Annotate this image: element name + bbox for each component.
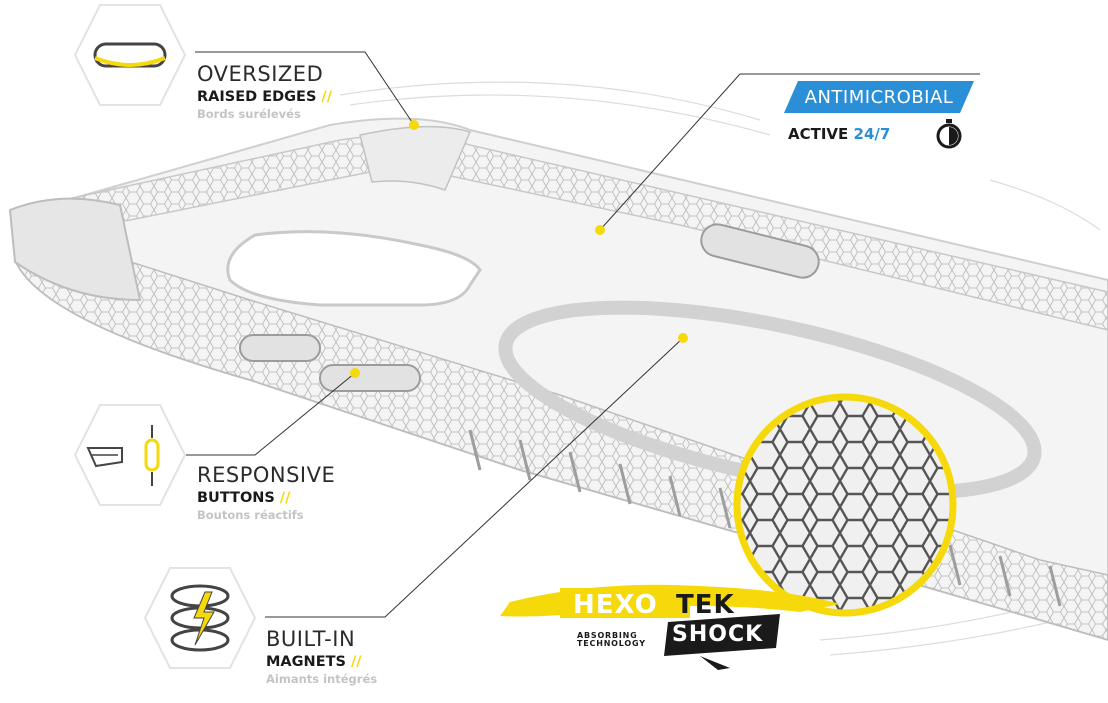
honeycomb-zoom-circle [733,393,957,617]
logo-shock: SHOCK [672,622,764,647]
feature-title: BUILT-IN [266,627,356,651]
logo-tek: TEK [676,590,735,620]
feature-french: Bords surélevés [197,106,301,121]
feature-subtitle-text: BUTTONS [197,490,275,506]
feature-subtitle-text: RAISED EDGES [197,89,317,105]
slashes: // [279,490,291,506]
feature-subtitle: MAGNETS// [266,655,377,670]
phone-case [8,117,1108,642]
pointing-hand-icon [73,404,187,506]
antimicrobial-label: ANTIMICROBIAL [804,87,954,108]
feature-raised-edges: OVERSIZED RAISED EDGES// Bords surélevés [197,64,332,120]
feature-title: OVERSIZED [197,62,324,86]
logo-absorbing-technology: ABSORBING TECHNOLOGY [577,631,667,649]
hexotek-logo-shapes [500,584,840,670]
stopwatch-icon [936,119,962,149]
antimicrobial-badge-background [784,81,974,113]
active-label: ACTIVE 24/7 [788,125,890,143]
oval-edge-icon [73,4,187,106]
feature-subtitle: RAISED EDGES// [197,90,332,105]
callout-dots [350,120,688,378]
logo-absorbing: ABSORBING [577,631,638,640]
feature-french: Aimants intégrés [266,671,378,686]
feature-subtitle: BUTTONS// [197,491,335,506]
antimicrobial-badge: ANTIMICROBIAL [784,81,974,113]
active-text: ACTIVE [788,125,849,143]
logo-technology: TECHNOLOGY [577,639,646,649]
active-hours: 24/7 [853,125,891,143]
magnet-bolt-icon [143,567,257,669]
hexotek-shock-logo: HEXO TEK ABSORBING TECHNOLOGY SHOCK [500,588,800,668]
slashes: // [321,89,332,105]
slashes: // [350,654,362,670]
feature-responsive-buttons: RESPONSIVE BUTTONS// Boutons réactifs [197,465,335,521]
feature-built-in-magnets: BUILT-IN MAGNETS// Aimants intégrés [266,629,377,685]
feature-title: RESPONSIVE [197,463,336,487]
feature-french: Boutons réactifs [197,507,304,522]
logo-hexo: HEXO [573,590,658,620]
feature-subtitle-text: MAGNETS [266,654,346,670]
